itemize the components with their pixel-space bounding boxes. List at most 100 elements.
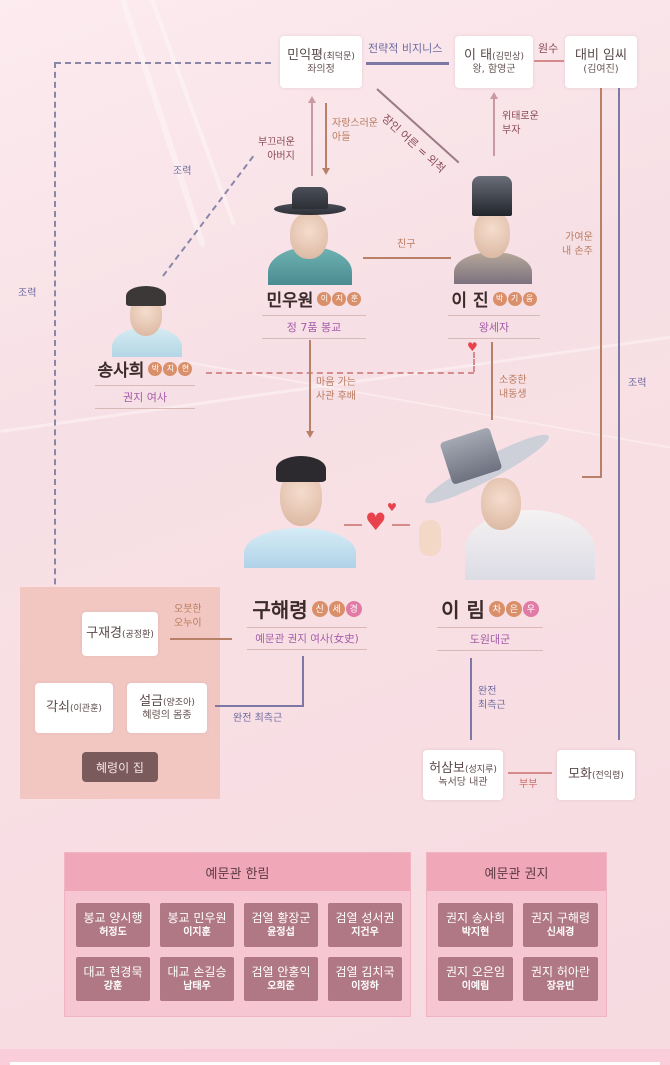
actor: (이관훈) (70, 703, 102, 714)
label-precious-brother: 소중한 내동생 (499, 374, 527, 401)
line-aide-left-h (215, 705, 304, 707)
actor-char: 지 (332, 291, 347, 306)
char-name: 이 림 (441, 598, 485, 622)
char-name: 이 진 (451, 291, 489, 311)
label-enemy: 원수 (538, 42, 559, 55)
panel-title: 예문관 권지 (427, 853, 606, 891)
text: 최측근 (478, 699, 506, 711)
member-title: 권지 송사희 (445, 910, 505, 925)
member-actor: 박지현 (461, 927, 490, 939)
panel-title: 예문관 한림 (65, 853, 410, 891)
actor-char: 경 (345, 600, 362, 617)
heart-icon: ♥ (365, 508, 387, 536)
text: 자랑스러운 (332, 118, 378, 129)
text: 부끄러운 (258, 137, 295, 148)
actor: (김민상) (492, 51, 524, 62)
text: 아들 (332, 131, 351, 143)
member-actor: 강훈 (103, 981, 123, 993)
member-title: 검열 황장군 (251, 910, 311, 925)
name: 대비 임씨 (575, 47, 627, 63)
member-actor: 신세경 (546, 927, 575, 939)
name: 이 태 (464, 47, 493, 63)
box-min-ikpyeong: 민익평(최덕문) 좌의정 (280, 36, 362, 88)
line-strategic-business (366, 62, 449, 65)
dash-song-to-leejin (206, 372, 474, 374)
text: 내 손주 (562, 245, 593, 257)
text: 위태로운 (502, 111, 539, 122)
bottom-strip (0, 1049, 670, 1065)
member-actor: 이지훈 (183, 927, 211, 939)
role: 왕, 함영군 (472, 63, 516, 75)
line-love-right (392, 524, 410, 526)
actor-char: 차 (488, 600, 505, 617)
label-couple: 부부 (519, 779, 538, 790)
label-strategic-business: 전략적 비지니스 (368, 42, 443, 55)
actor: (김여진) (583, 63, 619, 75)
name: 설금 (139, 693, 164, 709)
line-friend (363, 257, 451, 259)
actor: (전익령) (592, 770, 624, 781)
member-title: 검열 안홍익 (251, 964, 311, 979)
label-aide-left: 완전 최측근 (233, 713, 283, 724)
actor-char: 은 (505, 600, 522, 617)
actor-char: 세 (328, 600, 345, 617)
text: 소중한 (499, 375, 527, 386)
line-dear-grandson (600, 88, 602, 478)
member-title: 권지 허아란 (530, 964, 590, 979)
label-ashamed-father: 부끄러운 아버지 (258, 136, 295, 163)
char-min-woowon: 민우원 이 지 훈 정 7품 봉교 (262, 286, 366, 339)
char-lee-jin: 이 진 박 기 웅 왕세자 (448, 286, 540, 339)
heart-small-icon: ♥ (387, 501, 397, 514)
label-crush-junior: 마음 가는 사관 후배 (316, 376, 356, 403)
char-role: 정 7품 봉교 (262, 315, 366, 339)
arrow-ashamed-father (311, 102, 313, 176)
member-actor: 이정하 (351, 981, 379, 993)
line-aide-left-v (302, 656, 304, 706)
member-actor: 지건우 (351, 927, 379, 939)
name: 구재경 (86, 625, 122, 641)
char-role: 권지 여사 (95, 385, 195, 409)
arrow-proud-son (325, 103, 327, 169)
box-daebi: 대비 임씨 (김여진) (565, 36, 637, 88)
box-seolgeum: 설금(양조아) 혜령의 몸종 (127, 683, 207, 733)
member-title: 봉교 민우원 (167, 910, 227, 925)
char-goo-haeryung: 구해령 신 세 경 예문관 권지 여사(女史) (247, 594, 367, 650)
dash-cooperation-left-top (55, 62, 271, 64)
actor-char: 이 (317, 291, 332, 306)
text: 사관 후배 (316, 390, 356, 402)
label-family-house: 혜령이 집 (82, 752, 158, 782)
label-proud-son: 자랑스러운 아들 (332, 117, 378, 144)
portrait-min-woowon (262, 185, 358, 285)
portrait-goo-haeryung (240, 450, 360, 568)
char-name: 송사희 (97, 361, 145, 381)
box-lee-tae: 이 태(김민상) 왕, 함영군 (455, 36, 533, 88)
actor-char: 박 (492, 291, 507, 306)
name: 민익평 (287, 47, 323, 63)
dash-cooperation-left (54, 62, 56, 634)
member-actor: 이예림 (461, 981, 490, 993)
actor-char: 지 (163, 361, 178, 376)
actor-char: 기 (507, 291, 522, 306)
text: 완전 (478, 686, 497, 697)
actor: (공정환) (122, 629, 154, 640)
text: 내동생 (499, 388, 527, 400)
box-gaksoe: 각쇠(이관훈) (35, 683, 113, 733)
member-actor: 장유빈 (546, 981, 575, 993)
char-name: 구해령 (252, 598, 308, 622)
member-title: 봉교 양시행 (83, 910, 143, 925)
member-actor: 윤정섭 (267, 927, 295, 939)
member-title: 권지 오은임 (445, 964, 505, 979)
label-aide-right: 완전 최측근 (478, 685, 506, 712)
label-cooperation-left: 조력 (18, 288, 37, 299)
